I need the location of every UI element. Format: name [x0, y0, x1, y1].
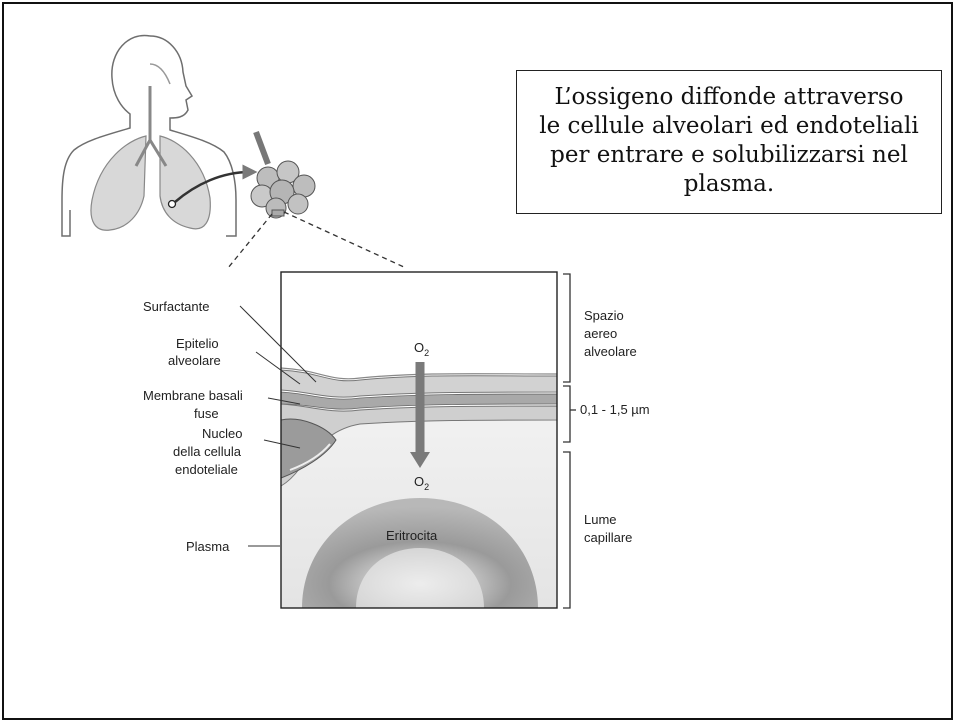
- nucleo-label-3: endoteliale: [175, 462, 238, 477]
- membrane-cross-section: [281, 272, 557, 608]
- membrane-label-1: Membrane basali: [143, 388, 243, 403]
- membrane-label-2: fuse: [194, 406, 219, 421]
- nucleo-label-1: Nucleo: [202, 426, 242, 441]
- alveolar-cluster-illustration: [251, 132, 315, 218]
- right-brackets: [563, 274, 576, 608]
- lume-label-1: Lume: [584, 512, 617, 527]
- surfactante-label: Surfactante: [143, 299, 210, 314]
- plasma-label: Plasma: [186, 539, 230, 554]
- erythrocyte-label: Eritrocita: [386, 528, 438, 543]
- lungs-illustration: [91, 86, 210, 230]
- zoom-line-left: [228, 214, 272, 268]
- epitelio-label-2: alveolare: [168, 353, 221, 368]
- spazio-label-3: alveolare: [584, 344, 637, 359]
- epitelio-label-1: Epitelio: [176, 336, 219, 351]
- nucleo-label-2: della cellula: [173, 444, 242, 459]
- spazio-label-2: aereo: [584, 326, 617, 341]
- lume-label-2: capillare: [584, 530, 632, 545]
- zoom-line-right: [284, 212, 406, 268]
- thickness-label: 0,1 - 1,5 µm: [580, 402, 650, 417]
- spazio-label-1: Spazio: [584, 308, 624, 323]
